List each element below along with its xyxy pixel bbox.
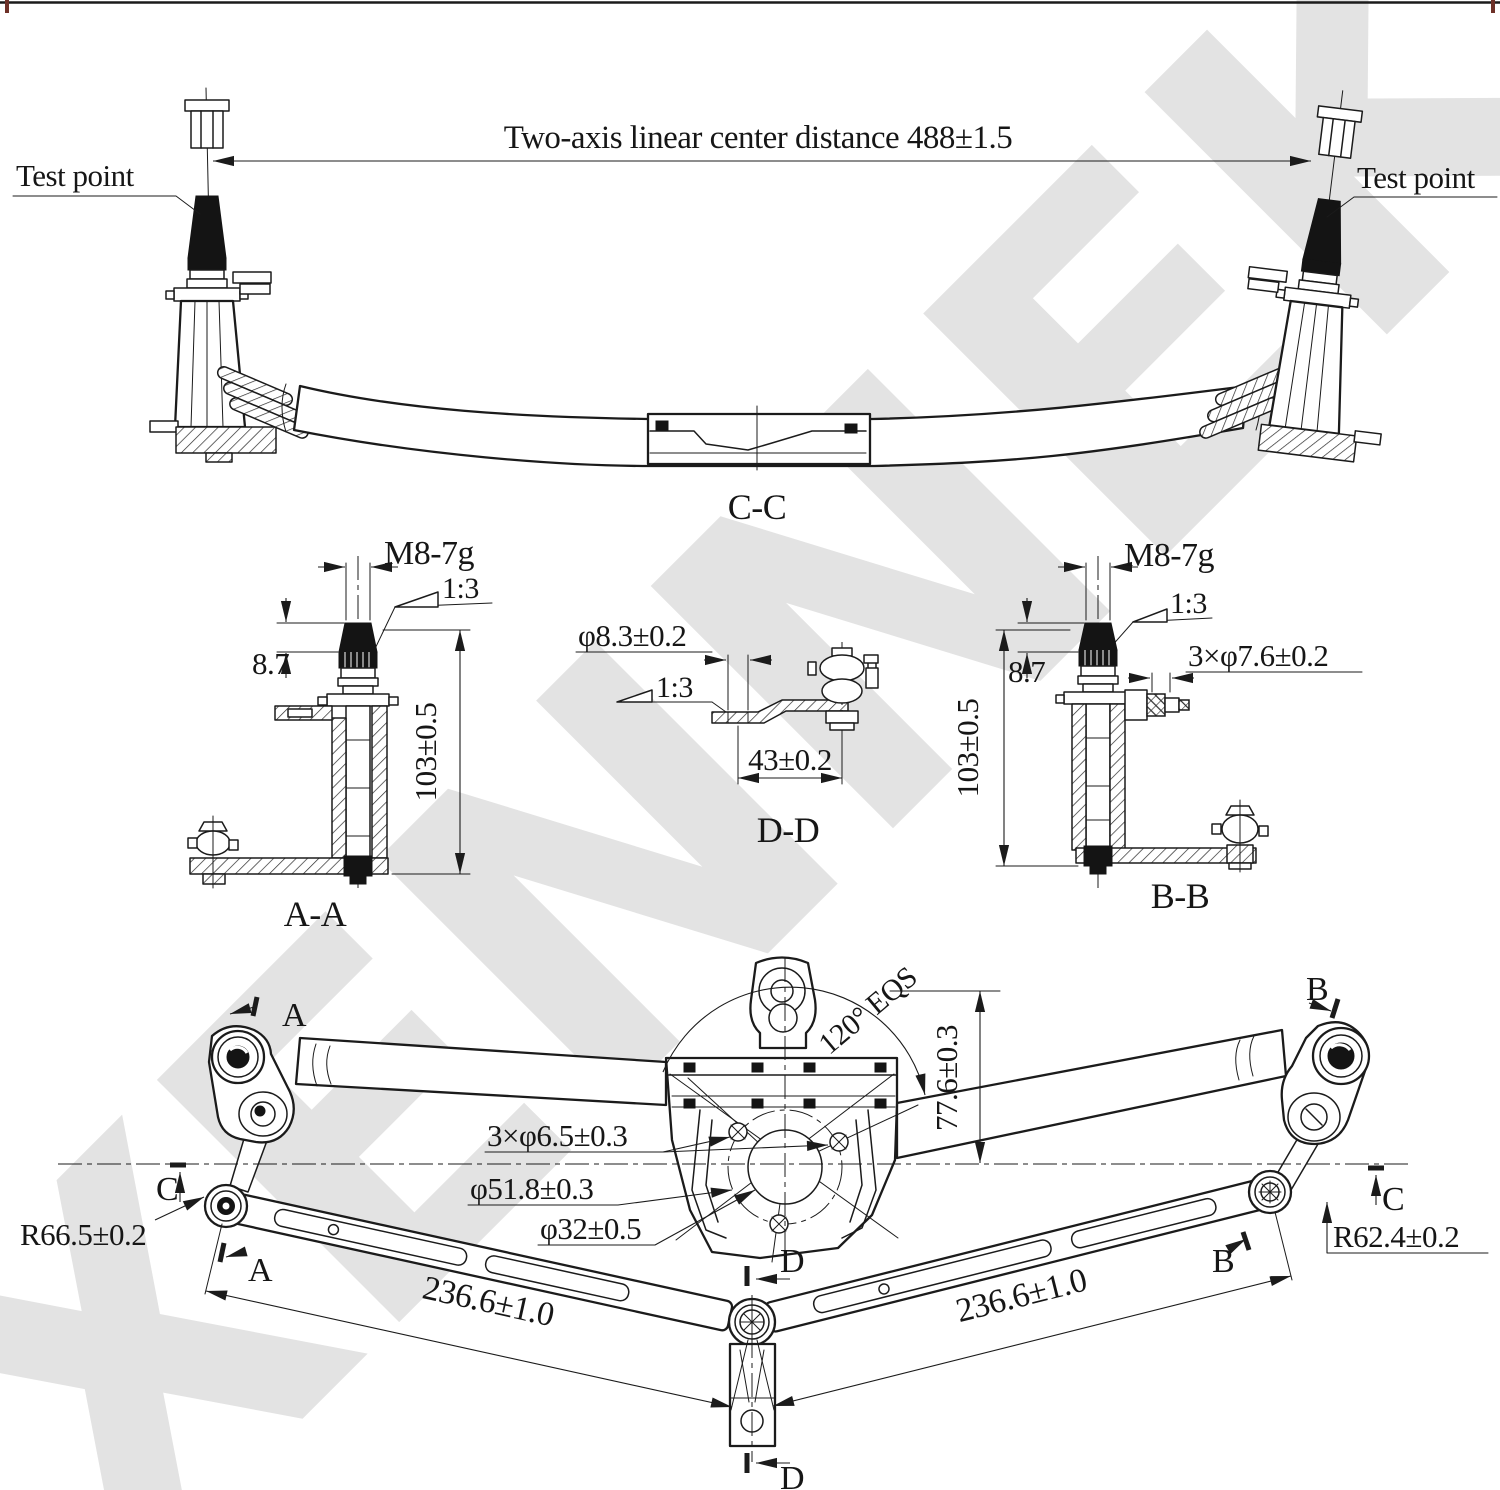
asm-radius-left-text: R66.5±0.2 <box>20 1217 146 1252</box>
asm-dim-shaft-text: φ32±0.5 <box>540 1211 641 1246</box>
view-bb-label: B-B <box>1151 876 1210 916</box>
view-bb: M8-7g 1:3 <box>950 537 1363 916</box>
cc-center-bracket <box>646 405 872 471</box>
aa-thread-label: M8-7g <box>384 535 475 572</box>
asm-left-eye <box>203 1183 249 1229</box>
bb-thread-label: M8-7g <box>1124 537 1215 574</box>
asm-left-joint <box>207 1025 295 1193</box>
bb-side-stud <box>1124 689 1190 721</box>
asm-marker-c-left: C <box>156 1162 186 1208</box>
svg-text:C: C <box>1382 1181 1404 1218</box>
dd-dim-width-text: 43±0.2 <box>748 742 832 777</box>
aa-taper-label: 1:3 <box>442 572 479 605</box>
sheet-border <box>0 0 1500 13</box>
view-dd: φ8.3±0.2 1:3 43±0.2 <box>575 618 879 850</box>
svg-text:B: B <box>1212 1243 1234 1280</box>
aa-dim-taper-text: 8.7 <box>252 646 289 681</box>
svg-text:A: A <box>248 1252 273 1289</box>
asm-dim-height-text: 77.6±0.3 <box>929 1025 964 1131</box>
asm-right-eye <box>1247 1169 1293 1215</box>
svg-text:A: A <box>282 997 307 1034</box>
dd-ball-stud <box>807 642 879 748</box>
view-dd-label: D-D <box>757 810 819 850</box>
view-cc: Two-axis linear center distance 488±1.5 … <box>12 87 1498 527</box>
asm-dim-holes-text: 3×φ6.5±0.3 <box>487 1118 627 1153</box>
bb-dim-taper-text: 8.7 <box>1008 654 1045 689</box>
asm-dim-pilot-text: φ51.8±0.3 <box>470 1171 593 1206</box>
view-cc-label: C-C <box>728 487 787 527</box>
aa-dim-height-text: 103±0.5 <box>408 703 443 802</box>
cc-right-pivot <box>1247 90 1382 463</box>
cc-dim-distance: Two-axis linear center distance 488±1.5 <box>213 120 1311 167</box>
bb-rubber-mount <box>1211 799 1269 873</box>
asm-radius-right-text: R62.4±0.2 <box>1333 1219 1459 1254</box>
view-assembly: 120° EQS 77.6±0.3 3×φ6.5±0.3 φ51.8±0.3 φ… <box>20 956 1489 1490</box>
test-point-left-label: Test point <box>16 158 135 193</box>
cc-left-pivot <box>149 87 277 463</box>
dd-taper-label: 1:3 <box>656 671 693 704</box>
view-aa: M8-7g 1:3 <box>187 535 493 934</box>
bb-taper-label: 1:3 <box>1170 587 1207 620</box>
asm-left-tube <box>294 1036 668 1107</box>
asm-marker-b-bottom: B <box>1212 1231 1252 1280</box>
asm-marker-a-top: A <box>229 996 308 1034</box>
bb-dim-height-text: 103±0.5 <box>950 699 985 798</box>
cc-test-point-right: Test point <box>1326 160 1498 218</box>
asm-marker-a-bottom: A <box>217 1242 274 1289</box>
dd-dia-text: φ8.3±0.2 <box>578 618 686 653</box>
cc-left-springs <box>216 365 309 439</box>
cc-dim-distance-text: Two-axis linear center distance 488±1.5 <box>504 120 1013 156</box>
bb-dim-studs-text: 3×φ7.6±0.2 <box>1188 638 1328 673</box>
asm-marker-c-right: C <box>1368 1165 1405 1218</box>
asm-motor-plate <box>664 956 919 1263</box>
cc-test-point-left: Test point <box>12 158 201 215</box>
asm-marker-d-bottom: D <box>744 1453 805 1490</box>
test-point-right-label: Test point <box>1357 160 1476 195</box>
asm-center-pivot <box>727 1295 777 1462</box>
svg-text:B: B <box>1306 971 1328 1008</box>
aa-rubber-mount <box>187 815 239 889</box>
svg-text:C: C <box>156 1171 178 1208</box>
svg-text:D: D <box>780 1460 804 1490</box>
asm-marker-d-top: D <box>744 1243 805 1286</box>
view-aa-label: A-A <box>284 894 347 934</box>
svg-text:D: D <box>780 1243 804 1280</box>
asm-marker-b-top: B <box>1306 971 1341 1019</box>
